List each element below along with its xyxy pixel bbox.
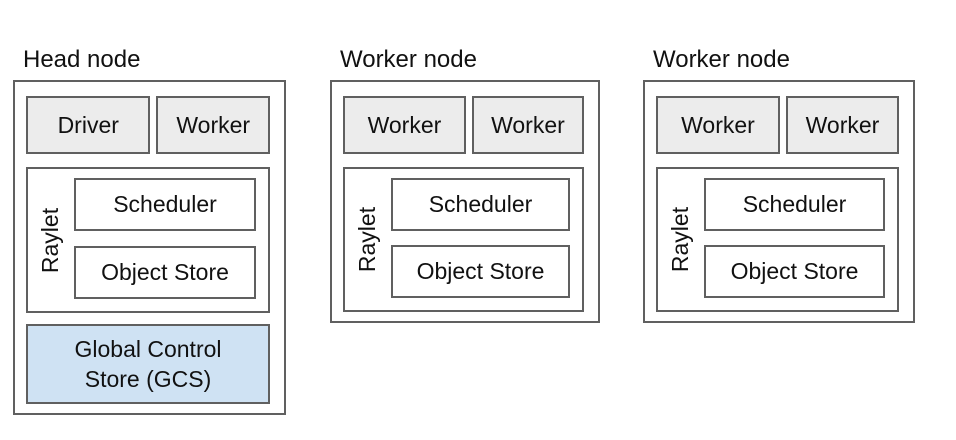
head-node-group: Head node Driver Worker Raylet Scheduler… <box>13 46 286 415</box>
raylet-label: Raylet <box>37 207 64 273</box>
raylet-components: Scheduler Object Store <box>391 169 582 310</box>
object-store-box: Object Store <box>74 246 256 299</box>
process-row: Worker Worker <box>343 96 584 154</box>
object-store-box: Object Store <box>704 245 885 298</box>
worker-node-box: Worker Worker Raylet Scheduler Object St… <box>330 80 600 323</box>
raylet-box: Raylet Scheduler Object Store <box>343 167 584 312</box>
raylet-label: Raylet <box>354 206 381 273</box>
worker-node-title: Worker node <box>340 46 477 73</box>
raylet-label-cell: Raylet <box>658 169 704 310</box>
driver-box: Driver <box>26 96 151 154</box>
process-row: Driver Worker <box>26 96 270 154</box>
worker-box: Worker <box>656 96 780 154</box>
worker-node-box: Worker Worker Raylet Scheduler Object St… <box>643 80 915 323</box>
scheduler-box: Scheduler <box>74 178 256 231</box>
raylet-label: Raylet <box>667 206 694 273</box>
worker-box: Worker <box>343 96 466 154</box>
scheduler-box: Scheduler <box>704 178 885 231</box>
scheduler-box: Scheduler <box>391 178 570 231</box>
raylet-label-cell: Raylet <box>28 169 74 311</box>
head-node-box: Driver Worker Raylet Scheduler Object St… <box>13 80 286 415</box>
object-store-box: Object Store <box>391 245 570 298</box>
global-control-store-box: Global Control Store (GCS) <box>26 324 270 404</box>
worker-box: Worker <box>785 96 899 154</box>
raylet-components: Scheduler Object Store <box>704 169 897 310</box>
worker-node-group-1: Worker node Worker Worker Raylet Schedul… <box>330 46 600 323</box>
raylet-label-cell: Raylet <box>345 169 391 310</box>
raylet-box: Raylet Scheduler Object Store <box>656 167 899 312</box>
raylet-box: Raylet Scheduler Object Store <box>26 167 270 313</box>
process-row: Worker Worker <box>656 96 899 154</box>
worker-node-group-2: Worker node Worker Worker Raylet Schedul… <box>643 46 915 323</box>
raylet-components: Scheduler Object Store <box>74 169 268 311</box>
worker-box: Worker <box>156 96 270 154</box>
worker-node-title: Worker node <box>653 46 790 73</box>
head-node-title: Head node <box>23 46 141 73</box>
worker-box: Worker <box>471 96 584 154</box>
